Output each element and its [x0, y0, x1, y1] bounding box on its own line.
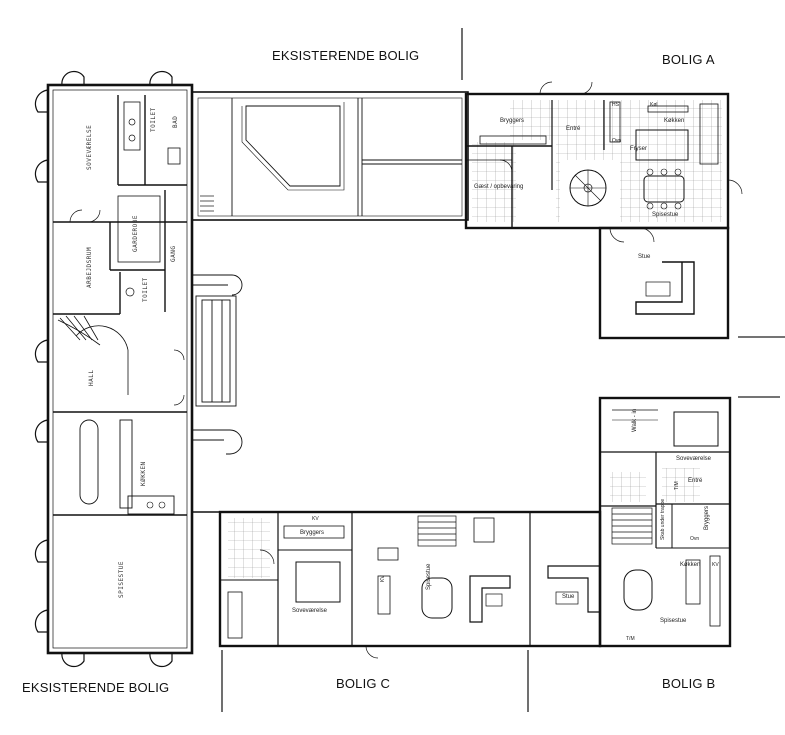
room-label-hs: HS	[612, 102, 619, 108]
existing-building-bottom-label: EKSISTERENDE BOLIG	[22, 680, 170, 695]
room-label-kv-b: KV	[712, 562, 719, 568]
room-label-existing-toilet2: TOILET	[142, 277, 149, 302]
room-label-stue-b: Stue	[562, 594, 575, 600]
existing-connector	[191, 91, 469, 221]
bolig-c-plan	[192, 510, 602, 659]
section-dividers	[221, 28, 785, 712]
room-label-ovn: Ovn	[612, 138, 622, 144]
room-label-entre: Entré	[566, 126, 581, 132]
room-label-bryggers-b: Bryggers	[704, 505, 710, 530]
room-label-tm-b: T/M	[674, 481, 680, 490]
room-label-ovn-b: Ovn	[690, 536, 700, 542]
bolig-b-label: BOLIG B	[662, 676, 716, 691]
room-label-spisestue-a: Spisestue	[652, 212, 679, 218]
existing-building	[34, 70, 194, 668]
room-label-existing-garderobe: GARDEROBE	[132, 214, 139, 252]
bolig-a-label: BOLIG A	[662, 52, 715, 67]
bolig-c-label: BOLIG C	[336, 676, 391, 691]
room-label-existing-toilet: TOILET	[150, 107, 157, 132]
room-label-kol: Køl	[650, 102, 658, 108]
room-label-bryggers: Bryggers	[500, 118, 525, 124]
existing-building-top-label: EKSISTERENDE BOLIG	[272, 48, 420, 63]
bolig-a-plan	[464, 81, 743, 340]
room-label-existing-sovevaerelse: SOVEVÆRELSE	[86, 124, 93, 170]
room-label-existing-arbejdsrum: ARBEJDSRUM	[86, 246, 93, 288]
courtyard-stair	[192, 274, 243, 455]
room-label-entre-b: Entré	[688, 478, 703, 484]
room-label-tm2-b: T/M	[626, 636, 635, 642]
room-label-bryggers-c: Bryggers	[300, 530, 325, 536]
room-label-kv-c: KV	[312, 516, 319, 522]
room-label-spisestue-b: Spisestue	[660, 618, 687, 624]
room-label-kokken-b: Køkken	[680, 562, 701, 568]
room-label-stue-a: Stue	[638, 254, 651, 260]
room-label-fryser: Fryser	[630, 146, 647, 152]
room-label-existing-gang: GANG	[170, 245, 177, 262]
room-label-existing-kokken: KØKKEN	[140, 461, 147, 486]
room-label-kv2-c: KV	[380, 575, 386, 582]
room-label-existing-hall: HALL	[88, 369, 95, 386]
room-label-spisestue-c: Spisestue	[426, 563, 432, 590]
room-label-existing-bad: BAD	[172, 115, 179, 128]
room-label-kokken: Køkken	[664, 118, 685, 124]
room-label-existing-spisestue: SPISESTUE	[118, 560, 125, 598]
room-label-walk-in: Walk - in	[632, 408, 638, 432]
room-label-sovevaerelse-c: Soveværelse	[292, 608, 328, 614]
bolig-b-plan	[547, 396, 732, 648]
room-label-sovevaerelse-b: Soveværelse	[676, 456, 712, 462]
room-label-gaest: Gæst / opbevaring	[474, 184, 524, 190]
room-label-skab-under-trappe: Skab under trappe	[660, 498, 666, 540]
